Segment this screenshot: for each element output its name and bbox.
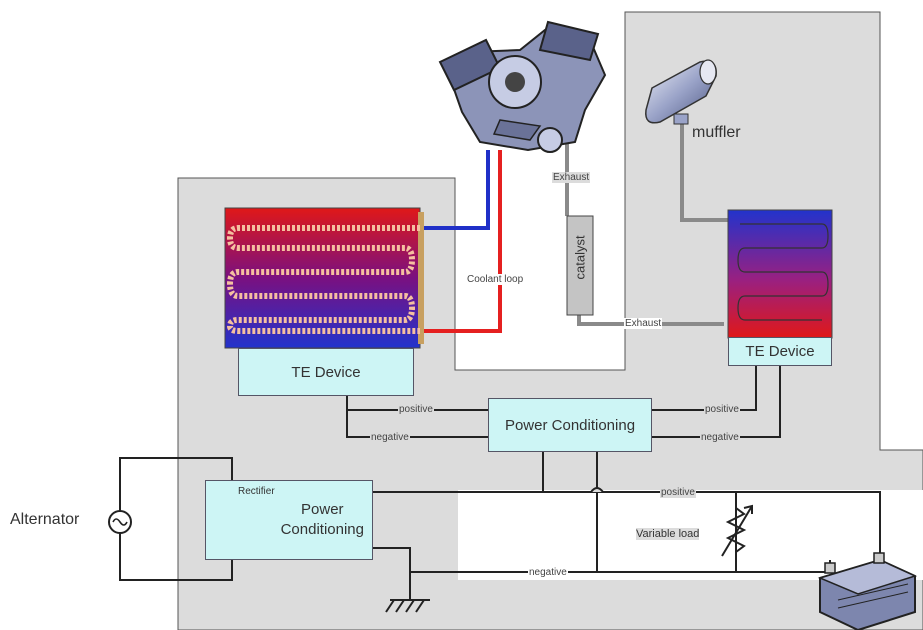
variable-resistor-icon (721, 504, 753, 557)
rectifier-label: Rectifier (238, 486, 275, 497)
background-panel (177, 11, 923, 630)
negative-label-left: negative (370, 432, 410, 443)
engine-icon (438, 20, 607, 153)
te-device-right-label: TE Device (745, 343, 815, 360)
negative-label-right: negative (700, 432, 740, 443)
te-device-left: TE Device (238, 348, 414, 396)
exhaust-label-bottom: Exhaust (624, 318, 663, 329)
ground-icon (385, 599, 430, 613)
right-heat-exchanger (727, 209, 833, 339)
positive-label-left: positive (398, 404, 434, 415)
power-conditioning-center: Power Conditioning (488, 398, 652, 452)
ac-source-icon (108, 510, 132, 534)
te-device-left-label: TE Device (291, 363, 361, 381)
muffler-icon (645, 59, 717, 125)
coolant-loop (420, 150, 502, 333)
te-device-right: TE Device (728, 337, 832, 366)
catalyst-label: catalyst (572, 235, 588, 280)
positive-label-right: positive (704, 404, 740, 415)
wire-crossover (590, 487, 604, 493)
left-heat-exchanger (224, 207, 424, 349)
coolant-loop-label: Coolant loop (466, 274, 525, 285)
battery-icon (817, 552, 918, 630)
variable-load-label: Variable load (636, 528, 700, 540)
muffler-label: muffler (692, 124, 741, 141)
power-conditioning-left: Power Conditioning (205, 480, 373, 560)
catalyst-body (566, 215, 594, 316)
alternator-label: Alternator (10, 511, 80, 528)
power-conditioning-left-label: Power Conditioning (280, 501, 364, 538)
positive-bus-label: positive (660, 487, 696, 498)
negative-bus-label: negative (528, 567, 568, 578)
power-conditioning-center-label: Power Conditioning (504, 416, 636, 434)
exhaust-label-top: Exhaust (552, 172, 591, 183)
